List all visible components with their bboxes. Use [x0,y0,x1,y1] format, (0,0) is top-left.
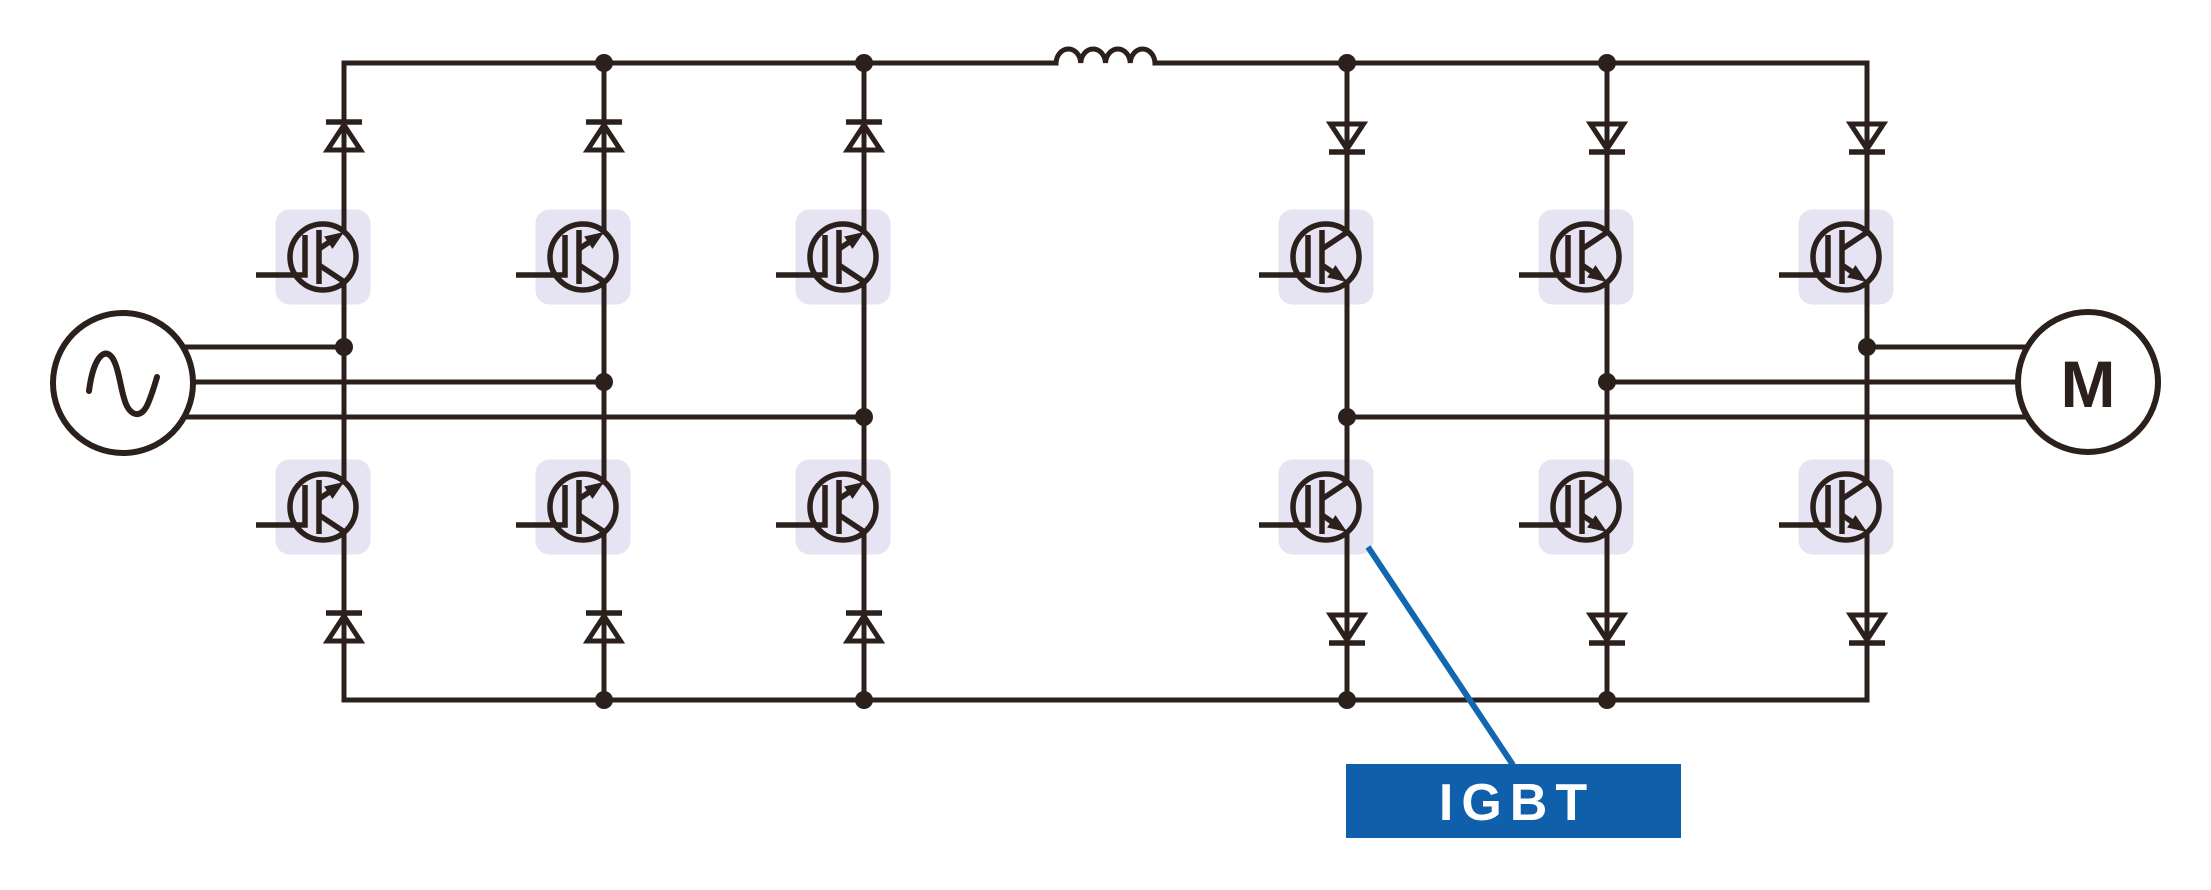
junction-dot [1338,408,1356,426]
igbt-callout-label: IGBT [1439,774,1595,832]
sine-wave-icon [86,350,160,418]
motor-phase-wires [1344,344,2091,420]
junction-dot [595,373,613,391]
ac-source-icon [50,310,196,456]
junction-dot [1598,691,1616,709]
junction-dot [855,54,873,72]
inductor-icon [1053,46,1158,66]
igbt-callout: IGBT [1346,545,1681,838]
inverter-leg-1 [1259,54,1374,709]
inverter-leg-2 [1519,54,1634,709]
junction-dot [1338,54,1356,72]
junction-dot [595,691,613,709]
callout-pointer-line [1365,545,1516,767]
junction-dot [1598,373,1616,391]
converter-leg-2 [516,54,631,709]
junction-dot [335,338,353,356]
inverter-leg-3 [1779,60,1894,703]
top-bus-wire [341,46,1870,66]
junction-dot [1338,691,1356,709]
junction-dot [595,54,613,72]
converter-leg-3 [776,54,891,709]
junction-dot [1858,338,1876,356]
motor-label: M [2061,347,2116,421]
junction-dot [855,691,873,709]
motor-icon: M [2015,309,2161,455]
junction-dot [1598,54,1616,72]
junction-dot [855,408,873,426]
converter-leg-1 [256,60,371,703]
callout-box [1346,764,1681,838]
ac-phase-wires [120,344,867,420]
